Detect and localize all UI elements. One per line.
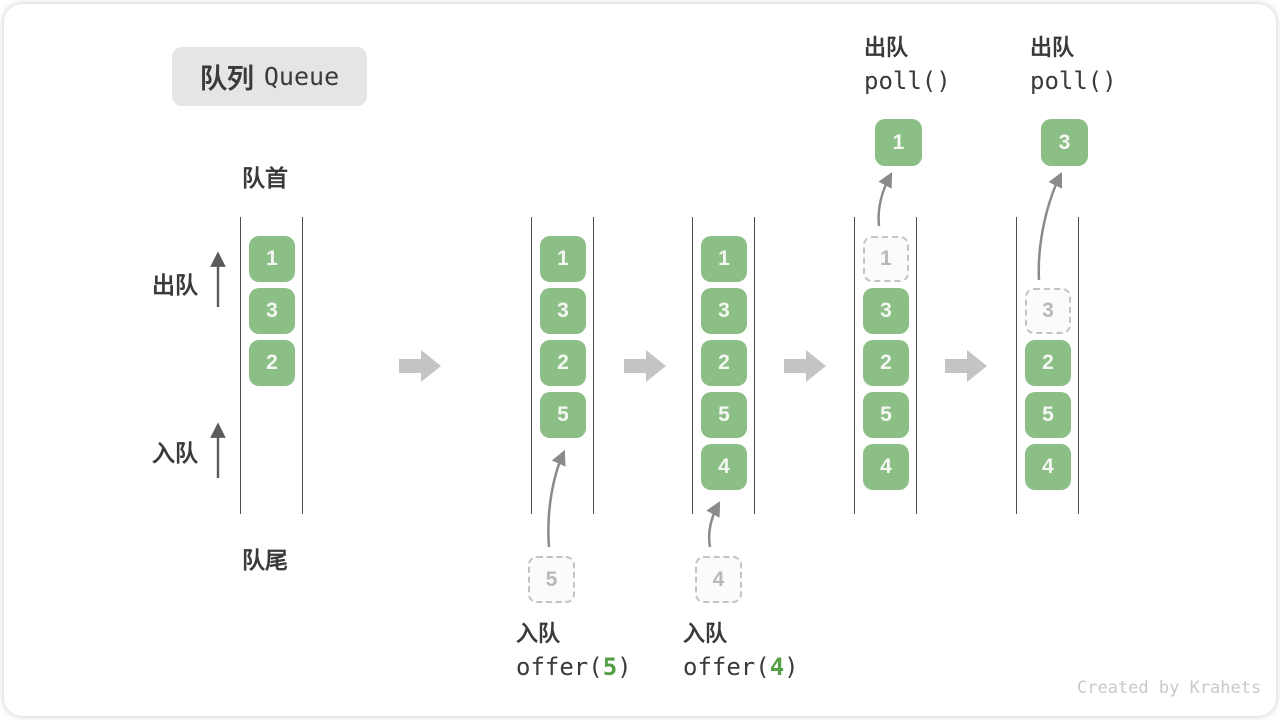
op-enqueue-5-label: 入队 <box>516 621 561 646</box>
arrow-layer <box>210 171 1063 548</box>
op-poll-2-label: 出队 <box>1030 35 1075 60</box>
queue-slot-removed-1: 1 <box>863 236 909 282</box>
op-enqueue-4-label: 入队 <box>683 621 728 646</box>
result-box-1: 1 <box>875 119 922 166</box>
queue-slot-4: 4 <box>701 444 747 490</box>
queue-slot-4: 4 <box>863 444 909 490</box>
label-enqueue: 入队 <box>152 440 198 466</box>
op-enqueue-4-operand: 4 <box>769 653 785 681</box>
queue-state-3: 1 3 2 5 4 <box>692 217 755 514</box>
queue-slot-5: 5 <box>1025 392 1071 438</box>
title-badge: 队列 Queue <box>172 47 367 106</box>
queue-state-4: 1 3 2 5 4 <box>854 217 917 514</box>
watermark: Created by Krahets <box>1077 678 1262 698</box>
queue-slot-1: 1 <box>249 236 295 282</box>
op-poll-2: 出队 poll() <box>1030 32 1117 98</box>
queue-slot-3: 3 <box>701 288 747 334</box>
diagram-canvas: 队列 Queue 队首 队尾 出队 入队 1 3 2 1 3 2 5 1 3 2 5 4 1 3 2 5… <box>4 4 1276 716</box>
queue-slot-4: 4 <box>1025 444 1071 490</box>
queue-slot-2: 2 <box>701 340 747 386</box>
queue-slot-2: 2 <box>1025 340 1071 386</box>
queue-state-5: 3 2 5 4 <box>1016 217 1079 514</box>
op-enqueue-5: 入队 offer(5) <box>516 618 632 684</box>
block-arrow-2 <box>624 350 666 382</box>
label-queue-rear: 队尾 <box>242 547 288 573</box>
op-enqueue-5-code: offer(5) <box>516 653 632 681</box>
label-dequeue: 出队 <box>152 272 198 298</box>
op-poll-1-code: poll() <box>864 67 951 95</box>
op-poll-2-code: poll() <box>1030 67 1117 95</box>
queue-slot-5: 5 <box>863 392 909 438</box>
queue-slot-3: 3 <box>249 288 295 334</box>
title-zh: 队列 <box>199 64 254 94</box>
queue-slot-5: 5 <box>701 392 747 438</box>
op-poll-1-label: 出队 <box>864 35 909 60</box>
op-poll-1: 出队 poll() <box>864 32 951 98</box>
queue-state-1: 1 3 2 <box>240 217 303 514</box>
queue-slot-3: 3 <box>540 288 586 334</box>
label-queue-front: 队首 <box>242 165 288 191</box>
queue-slot-2: 2 <box>249 340 295 386</box>
op-enqueue-5-operand: 5 <box>602 653 618 681</box>
queue-slot-1: 1 <box>701 236 747 282</box>
queue-slot-5: 5 <box>540 392 586 438</box>
operand-box-5: 5 <box>528 556 575 603</box>
queue-slot-2: 2 <box>540 340 586 386</box>
queue-slot-removed-3: 3 <box>1025 288 1071 334</box>
queue-state-2: 1 3 2 5 <box>531 217 594 514</box>
queue-slot-2: 2 <box>863 340 909 386</box>
queue-slot-3: 3 <box>863 288 909 334</box>
block-arrow-1 <box>399 350 441 382</box>
title-en: Queue <box>263 62 340 91</box>
block-arrow-4 <box>945 350 987 382</box>
operand-box-4: 4 <box>695 556 742 603</box>
queue-slot-1: 1 <box>540 236 586 282</box>
op-enqueue-4: 入队 offer(4) <box>683 618 799 684</box>
block-arrow-3 <box>784 350 826 382</box>
result-box-3: 3 <box>1041 119 1088 166</box>
op-enqueue-4-code: offer(4) <box>683 653 799 681</box>
